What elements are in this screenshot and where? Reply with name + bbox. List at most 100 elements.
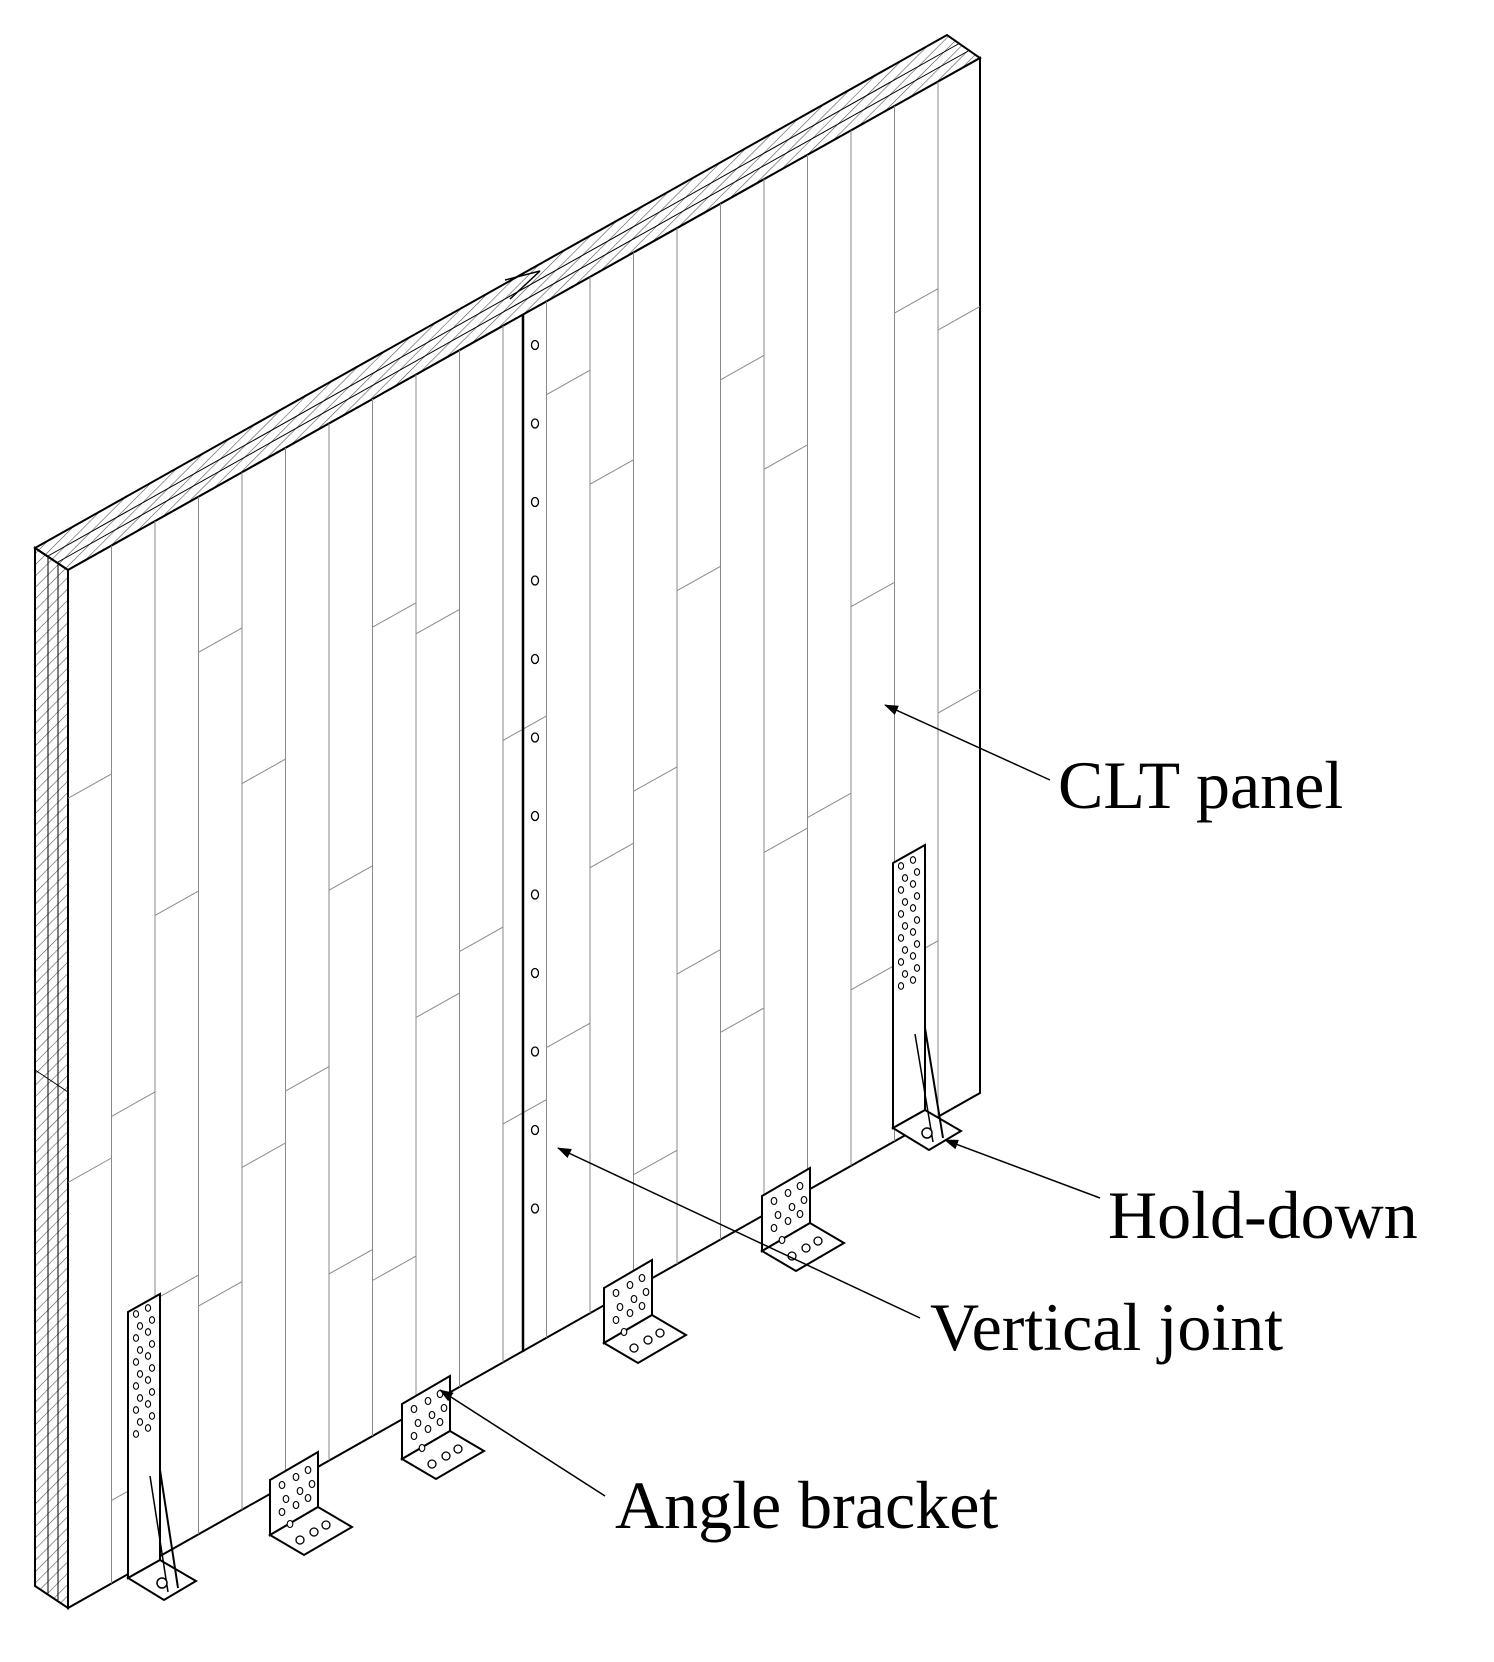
hold-down-hole xyxy=(913,916,921,924)
bracket-hole xyxy=(784,1188,792,1198)
lamella-joint xyxy=(589,459,634,485)
label-vertical-joint: Vertical joint xyxy=(930,1289,1283,1365)
joint-fastener-hole xyxy=(530,575,540,586)
lamella-joint xyxy=(633,1149,678,1176)
hold-down-hole xyxy=(148,1412,156,1420)
hold-down-hole xyxy=(144,1328,152,1336)
joint-fasteners xyxy=(530,339,540,1214)
hold-down-left xyxy=(126,1292,198,1602)
joint-fastener-hole xyxy=(530,496,540,508)
hold-down-hole xyxy=(913,940,921,948)
lamella-joint xyxy=(502,715,547,741)
hold-down-hole xyxy=(148,1316,156,1324)
hold-down-hole xyxy=(136,1418,144,1426)
anchor-hole xyxy=(801,1243,811,1253)
lamella-joint xyxy=(894,288,939,314)
bracket-hole xyxy=(796,1209,804,1219)
bracket-hole xyxy=(278,1507,286,1517)
bracket-hole xyxy=(292,1500,300,1510)
panel-left-edge xyxy=(34,546,69,1610)
angle-brackets xyxy=(268,1166,846,1557)
hold-down-hole xyxy=(897,982,905,990)
bracket-hole xyxy=(424,1396,432,1406)
bracket-hole xyxy=(304,1465,312,1475)
bracket-hole xyxy=(800,1195,808,1205)
hold-down-hole xyxy=(136,1394,144,1402)
lamella-joint xyxy=(198,1281,243,1307)
lamella-joint xyxy=(676,565,721,592)
hold-down-hole xyxy=(901,898,909,906)
hold-down-hole xyxy=(144,1424,152,1432)
anchor-hole xyxy=(629,1343,639,1353)
angle-bracket xyxy=(760,1166,846,1273)
lamella-joint xyxy=(328,1249,373,1275)
joint-fastener-hole xyxy=(530,339,540,351)
hold-down-hole xyxy=(148,1388,156,1396)
bracket-hole xyxy=(638,1301,646,1311)
hold-down-hole xyxy=(913,964,921,972)
lamella-joint xyxy=(285,1066,330,1092)
lamella-joint xyxy=(372,602,417,628)
hold-down-hole xyxy=(901,922,909,930)
hold-down-hole xyxy=(909,880,917,888)
bracket-hole xyxy=(414,1418,422,1428)
hold-down-hole xyxy=(909,856,917,864)
bracket-hole xyxy=(278,1480,286,1490)
lamella-joint xyxy=(154,890,199,916)
hold-down-hole xyxy=(132,1358,140,1366)
hold-down-hole xyxy=(897,910,905,918)
lamella-joint xyxy=(850,581,895,608)
lamella-lines xyxy=(67,81,981,1584)
lamella-joint xyxy=(546,369,591,396)
joint-fastener-hole xyxy=(530,653,540,665)
hold-down-hole xyxy=(132,1382,140,1390)
joint-fastener-hole xyxy=(530,1203,540,1214)
joint-fastener-hole xyxy=(530,732,540,743)
lamella-joint xyxy=(154,1274,199,1300)
lamella-joint xyxy=(67,1157,112,1183)
label-hold-down: Hold-down xyxy=(1108,1177,1418,1253)
lamella-joint xyxy=(502,1099,547,1125)
bracket-hole xyxy=(778,1235,786,1245)
bracket-hole xyxy=(282,1494,290,1504)
bracket-hole xyxy=(626,1308,634,1318)
hold-down-hole xyxy=(909,904,917,912)
lamella-joint xyxy=(415,608,460,635)
bracket-hole xyxy=(774,1210,782,1220)
hold-down-hole xyxy=(897,862,905,870)
hold-down-hole xyxy=(909,952,917,960)
anchor-hole xyxy=(295,1535,305,1545)
bracket-hole xyxy=(292,1472,300,1482)
bracket-hole xyxy=(410,1404,418,1414)
lamella-joint xyxy=(937,305,981,331)
bracket-hole xyxy=(418,1443,426,1453)
bracket-hole xyxy=(296,1486,304,1496)
joint-fastener-hole xyxy=(530,1046,540,1057)
bracket-hole xyxy=(428,1410,436,1420)
bracket-hole xyxy=(784,1216,792,1226)
hold-down-hole xyxy=(913,868,921,876)
anchor-hole xyxy=(309,1527,319,1537)
joint-fastener-hole xyxy=(530,967,540,979)
anchor-hole xyxy=(813,1236,823,1246)
hold-down-hole xyxy=(897,958,905,966)
hold-down-hole xyxy=(909,976,917,984)
hold-down-hole xyxy=(144,1304,152,1312)
hold-down-hole xyxy=(144,1400,152,1408)
hold-down-hole xyxy=(144,1376,152,1384)
joint-fastener-hole xyxy=(530,810,540,822)
hold-down-right xyxy=(891,843,963,1152)
lamella-joint xyxy=(807,792,852,819)
hold-down-hole xyxy=(897,934,905,942)
lamella-joint xyxy=(763,827,808,853)
hold-down-hole xyxy=(132,1406,140,1414)
lamella-joint xyxy=(633,766,678,792)
hold-down-hole xyxy=(132,1310,140,1318)
lamella-joint xyxy=(198,627,243,653)
lamella-joint xyxy=(937,688,981,714)
hold-down-hole xyxy=(148,1340,156,1348)
bracket-hole xyxy=(616,1302,624,1312)
leader-hold-down xyxy=(944,1139,1101,1199)
bracket-hole xyxy=(436,1417,444,1427)
